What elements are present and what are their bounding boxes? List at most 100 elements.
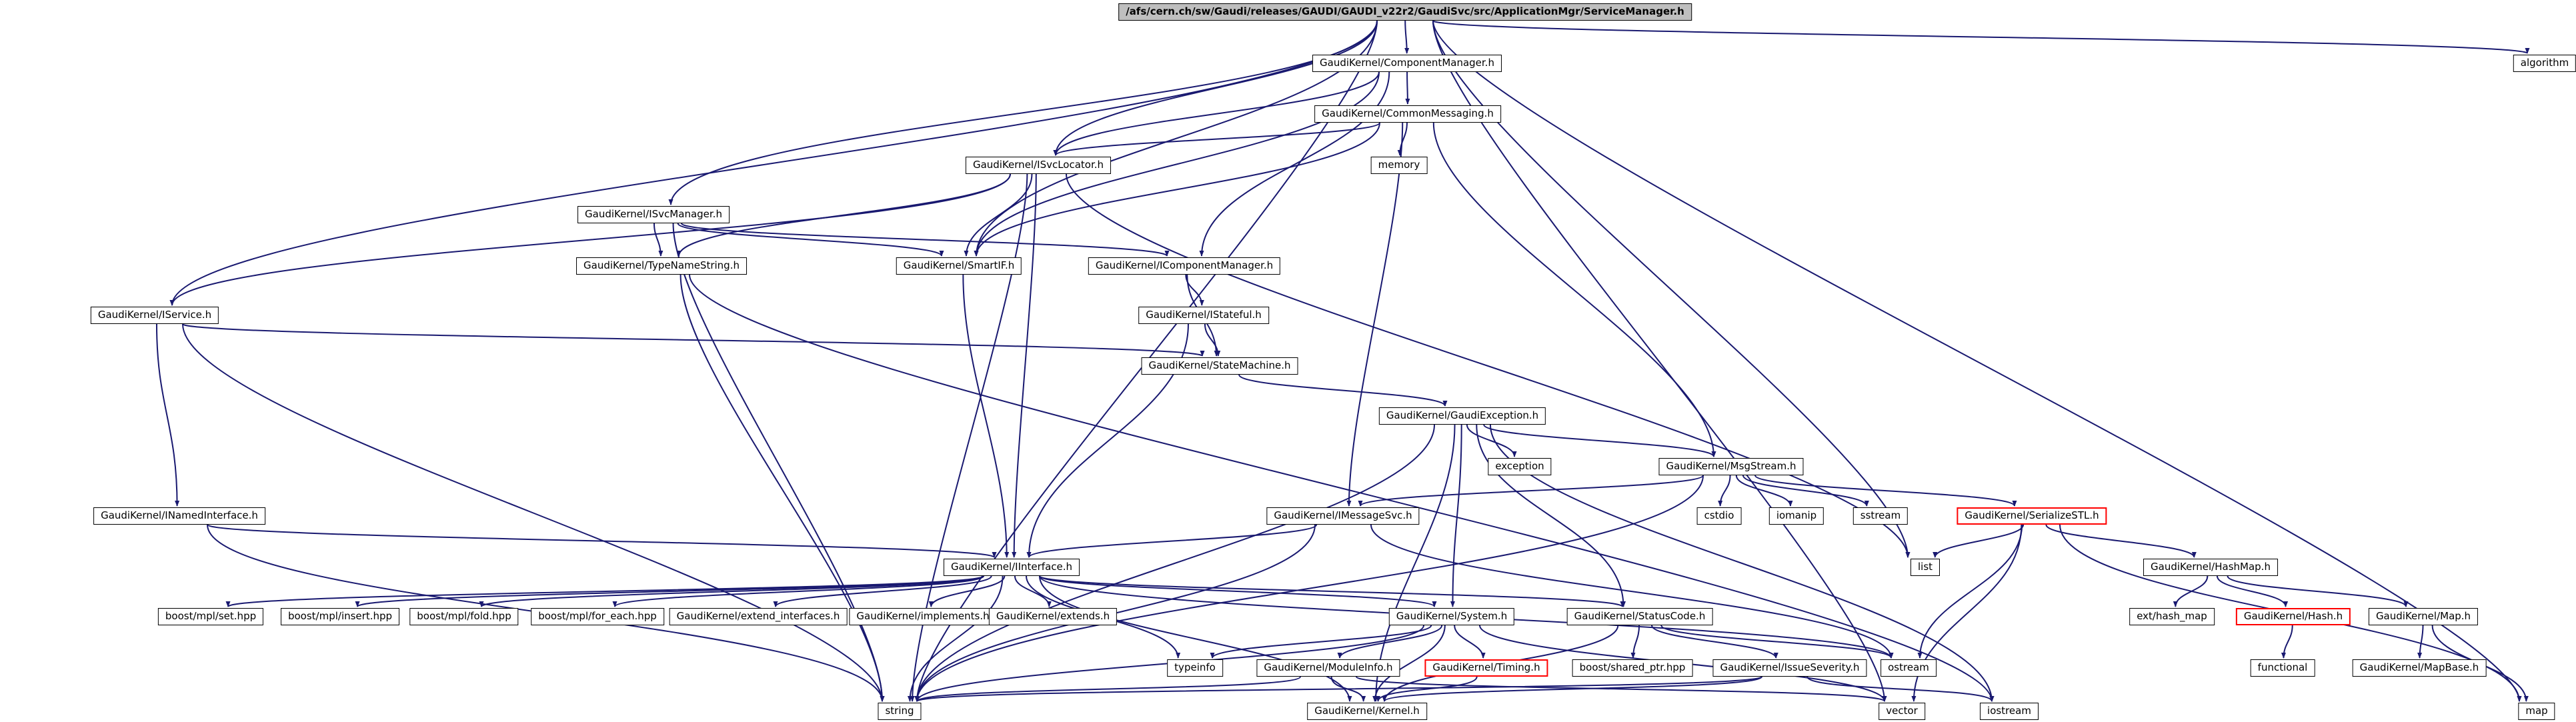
include-edge-hashmap-hash [2216,575,2289,607]
include-edge-inamedinterface-iinterface [207,524,997,558]
include-edge-system-kernel [1372,625,1446,702]
include-edge-iinterface-mplforeach [612,575,984,607]
include-edge-system-moduleinfo [1337,625,1443,659]
include-edge-main-iservice [169,20,1378,306]
include-edge-componentmanager-icomponentmanager [1199,71,1390,257]
graph-node-cstdio: cstdio [1696,507,1742,525]
graph-node-iomanip: iomanip [1768,507,1824,525]
include-edge-isvclocator-list [1066,173,1910,558]
include-edge-istateful-statemachine [1204,323,1221,357]
include-edge-statuscode-sharedptr [1630,625,1640,659]
graph-node-mplset: boost/mpl/set.hpp [157,608,264,625]
include-edge-componentmanager-commonmessaging [1405,71,1410,105]
include-edge-isvclocator-smartif [964,173,1033,257]
graph-node-map_h[interactable]: GaudiKernel/Map.h [2368,608,2479,625]
graph-node-commonmessaging[interactable]: GaudiKernel/CommonMessaging.h [1314,105,1501,123]
include-edge-isvcmanager-typenamestring [653,223,664,257]
include-edge-gaudiexception-system [1450,424,1462,607]
include-edge-map_h-mapbase [2417,625,2424,659]
include-edge-statuscode-ostream [1660,625,1894,659]
include-edge-typenamestring-string [680,274,885,702]
include-edge-serializestl-list [1933,524,2025,558]
graph-node-isvclocator[interactable]: GaudiKernel/ISvcLocator.h [965,157,1112,174]
graph-node-kernel[interactable]: GaudiKernel/Kernel.h [1307,703,1427,720]
include-edge-issueseverity-string [914,676,1762,702]
include-edge-main-algorithm [1432,20,2529,54]
graph-node-moduleinfo[interactable]: GaudiKernel/ModuleInfo.h [1256,659,1400,677]
include-edge-gaudiexception-msgstream [1483,424,1716,457]
include-edge-main-map [1432,20,2522,702]
graph-node-mapbase[interactable]: GaudiKernel/MapBase.h [2352,659,2487,677]
include-edge-commonmessaging-smartif [974,122,1380,257]
graph-node-extends[interactable]: GaudiKernel/extends.h [988,608,1118,625]
graph-node-hash[interactable]: GaudiKernel/Hash.h [2235,608,2351,625]
graph-node-imessagesvc[interactable]: GaudiKernel/IMessageSvc.h [1266,507,1420,525]
include-edge-iinterface-statuscode [1039,575,1625,607]
graph-node-smartif[interactable]: GaudiKernel/SmartIF.h [896,257,1022,275]
graph-node-statuscode[interactable]: GaudiKernel/StatusCode.h [1566,608,1713,625]
include-edge-msgstream-iomanip [1735,475,1793,507]
graph-node-icomponentmanager[interactable]: GaudiKernel/IComponentManager.h [1088,257,1281,275]
include-edge-hashmap-exthashmap [2173,575,2209,607]
include-edge-imessagesvc-ostream [1370,524,1894,659]
include-edge-gaudiexception-string [914,424,1435,702]
graph-node-algorithm: algorithm [2513,55,2576,72]
include-edge-gaudiexception-statuscode [1476,424,1626,607]
graph-node-map: map [2518,703,2555,720]
graph-node-extendinterfaces[interactable]: GaudiKernel/extend_interfaces.h [669,608,848,625]
include-edge-serializestl-hashmap [2045,524,2197,558]
graph-node-system[interactable]: GaudiKernel/System.h [1388,608,1515,625]
graph-node-msgstream[interactable]: GaudiKernel/MsgStream.h [1658,458,1804,475]
include-edge-imessagesvc-iinterface [1026,524,1318,558]
graph-node-componentmanager[interactable]: GaudiKernel/ComponentManager.h [1312,55,1502,72]
include-edge-msgstream-imessagesvc [1358,475,1704,507]
graph-node-iservice[interactable]: GaudiKernel/IService.h [90,307,219,324]
graph-node-iinterface[interactable]: GaudiKernel/IInterface.h [943,559,1080,576]
include-edge-iservice-inamedinterface [155,323,180,507]
graph-node-mplforeach: boost/mpl/for_each.hpp [531,608,664,625]
graph-node-exthashmap: ext/hash_map [2129,608,2215,625]
graph-node-inamedinterface[interactable]: GaudiKernel/INamedInterface.h [93,507,265,525]
include-edge-system-timing [1454,625,1486,659]
include-edge-iinterface-system [1039,575,1437,607]
include-edge-issueseverity-kernel [1382,676,1762,702]
graph-node-ostream: ostream [1880,659,1937,677]
include-edge-componentmanager-isvclocator [1053,71,1380,156]
include-edge-hash-functional [2281,625,2293,659]
include-edge-commonmessaging-memory [1397,122,1408,156]
include-edge-hashmap-map_h [2227,575,2409,607]
include-edge-gaudiexception-exception [1466,424,1517,457]
graph-node-string: string [878,703,922,720]
graph-node-iostream: iostream [1980,703,2039,720]
graph-node-gaudiexception[interactable]: GaudiKernel/GaudiException.h [1378,407,1546,425]
include-edge-iservice-string [182,323,885,702]
graph-node-hashmap[interactable]: GaudiKernel/HashMap.h [2143,559,2278,576]
include-edge-iinterface-mplinsert [355,575,984,607]
include-edge-typenamestring-iostream [689,274,1995,702]
include-edge-isvcmanager-string [672,223,885,702]
include-edge-isvcmanager-icomponentmanager [681,223,1170,257]
graph-node-typenamestring[interactable]: GaudiKernel/TypeNameString.h [576,257,747,275]
include-edge-icomponentmanager-istateful [1185,274,1204,306]
include-edge-isvclocator-string [910,173,1028,702]
include-edge-componentmanager-smartif [974,71,1380,257]
include-edge-isvclocator-iservice [169,173,1011,306]
include-edge-iinterface-string [907,575,1004,702]
graph-node-mplinsert: boost/mpl/insert.hpp [280,608,400,625]
graph-node-issueseverity[interactable]: GaudiKernel/IssueSeverity.h [1712,659,1867,677]
graph-node-exception: exception [1488,458,1552,475]
include-edge-statemachine-gaudiexception [1238,374,1448,407]
include-edge-msgstream-serializestl [1754,475,2017,507]
graph-node-timing[interactable]: GaudiKernel/Timing.h [1424,659,1548,677]
include-edge-main-componentmanager [1404,20,1410,54]
include-edge-iinterface-extendinterfaces [773,575,992,607]
graph-node-istateful[interactable]: GaudiKernel/IStateful.h [1138,307,1269,324]
graph-node-statemachine[interactable]: GaudiKernel/StateMachine.h [1141,357,1298,375]
graph-node-functional: functional [2250,659,2315,677]
graph-node-serializestl[interactable]: GaudiKernel/SerializeSTL.h [1957,507,2107,525]
include-edge-commonmessaging-msgstream [1432,122,1716,457]
graph-node-implements[interactable]: GaudiKernel/implements.h [849,608,997,625]
graph-node-memory: memory [1370,157,1428,174]
graph-node-isvcmanager[interactable]: GaudiKernel/ISvcManager.h [577,206,730,223]
